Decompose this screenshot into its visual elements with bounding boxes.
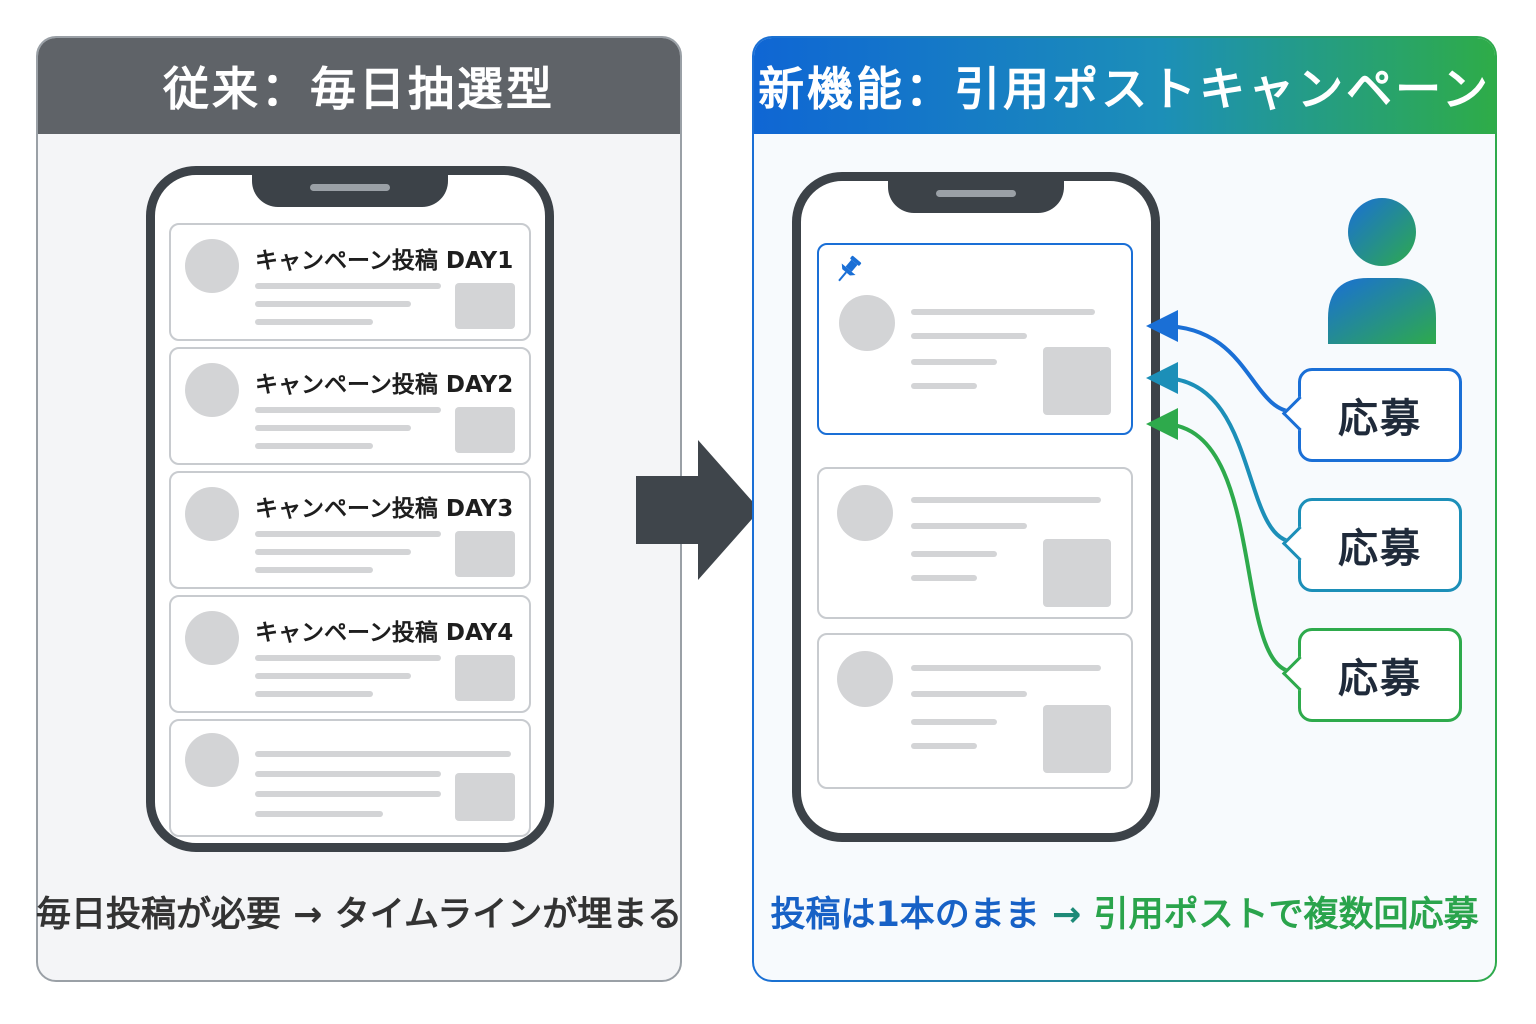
entry-bubble-label: 応募 (1338, 396, 1422, 442)
post-title: キャンペーン投稿 DAY3 (255, 496, 514, 522)
avatar (837, 651, 893, 707)
post-card-day4: キャンペーン投稿 DAY4 (169, 595, 531, 713)
entry-bubble-label: 応募 (1338, 656, 1422, 702)
entry-bubble: 応募 (1281, 628, 1462, 722)
avatar (185, 733, 239, 787)
avatar (185, 239, 239, 293)
post-thumbnail (455, 655, 515, 701)
post-card (817, 467, 1133, 619)
avatar (185, 363, 239, 417)
post-card-day3: キャンペーン投稿 DAY3 (169, 471, 531, 589)
post-thumbnail (455, 407, 515, 453)
user-icon (1328, 198, 1436, 344)
avatar (185, 487, 239, 541)
new-phone (792, 172, 1160, 842)
post-card-generic (169, 719, 531, 837)
new-feature-caption: 投稿は1本のまま → 引用ポストで複数回応募 (752, 886, 1497, 937)
post-card-day2: キャンペーン投稿 DAY2 (169, 347, 531, 465)
avatar (185, 611, 239, 665)
avatar (837, 485, 893, 541)
legacy-caption: 毎日投稿が必要 → タイムラインが埋まる (36, 895, 683, 935)
post-thumbnail (455, 283, 515, 329)
post-thumbnail (455, 531, 515, 577)
quote-connectors (1146, 310, 1296, 674)
legacy-panel-title: 従来：毎日抽選型 (38, 38, 680, 134)
phone-notch (252, 173, 448, 207)
caption-part1: 投稿は1本のまま (770, 895, 1040, 935)
post-thumbnail (1043, 347, 1111, 415)
connector-arrow (1146, 362, 1296, 544)
connector-arrow (1146, 310, 1296, 414)
caption-arrow: → (1039, 895, 1094, 935)
entry-bubble-label: 応募 (1338, 526, 1422, 572)
pushpin-icon (838, 255, 862, 282)
right-arrow-icon (636, 440, 760, 580)
pinned-post-card (817, 243, 1133, 435)
post-thumbnail (455, 773, 515, 821)
post-title: キャンペーン投稿 DAY1 (255, 248, 514, 274)
post-card-day1: キャンペーン投稿 DAY1 (169, 223, 531, 341)
post-title: キャンペーン投稿 DAY2 (255, 372, 514, 398)
connector-arrow (1146, 408, 1296, 674)
avatar (839, 295, 895, 351)
post-thumbnail (1043, 705, 1111, 773)
post-card (817, 633, 1133, 789)
caption-part2: 引用ポストで複数回応募 (1093, 895, 1479, 935)
entry-bubble: 応募 (1281, 368, 1462, 462)
post-thumbnail (1043, 539, 1111, 607)
post-title: キャンペーン投稿 DAY4 (255, 620, 514, 646)
entry-bubble: 応募 (1281, 498, 1462, 592)
new-feature-panel-title: 新機能：引用ポストキャンペーン (754, 38, 1495, 134)
phone-notch (888, 179, 1064, 213)
legacy-phone: キャンペーン投稿 DAY1 キャンペーン投稿 DAY2 キャンペーン投稿 DAY… (146, 166, 554, 852)
